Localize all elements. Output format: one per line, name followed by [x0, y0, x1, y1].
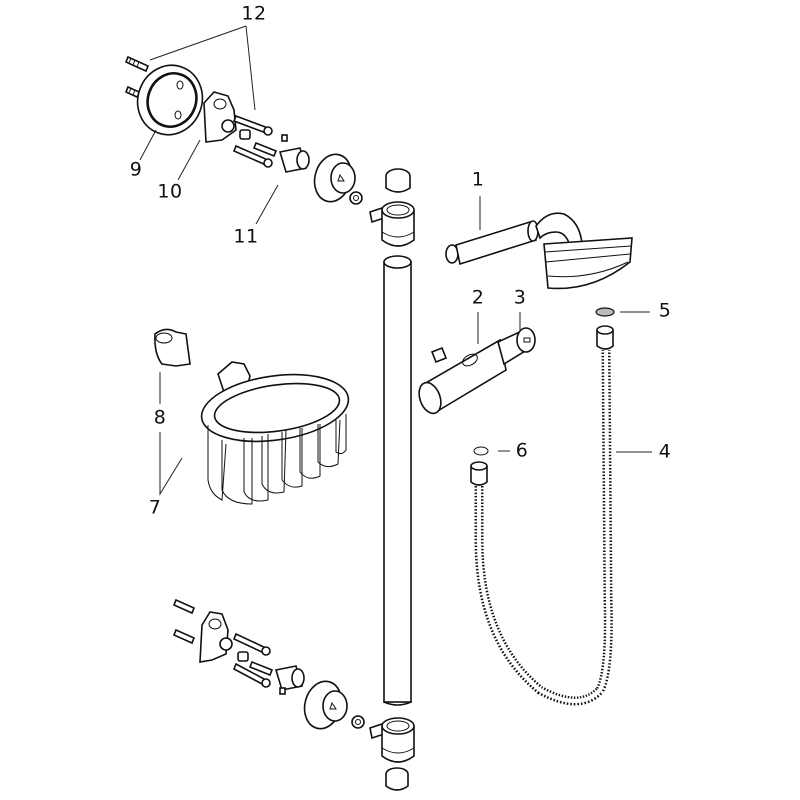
screw-icon — [232, 114, 288, 168]
slide-rail — [383, 255, 412, 706]
callout-10: 10 — [157, 180, 183, 203]
slider-icon — [418, 327, 536, 415]
hand-shower-icon — [445, 212, 633, 290]
callout-1: 1 — [471, 168, 485, 191]
callout-3: 3 — [513, 286, 527, 309]
leader-lines — [139, 25, 652, 496]
basket-clamp-icon — [154, 328, 191, 367]
top-wall-mount — [124, 55, 415, 247]
callout-11: 11 — [233, 225, 259, 248]
callout-5: 5 — [658, 299, 672, 322]
callout-2: 2 — [471, 286, 485, 309]
washer-icon — [473, 446, 489, 456]
wall-bracket-icon — [203, 91, 237, 143]
soap-basket-icon — [200, 361, 350, 505]
filter-screen-icon — [595, 307, 615, 317]
rosette-icon — [136, 64, 204, 136]
bottom-wall-mount — [172, 598, 415, 791]
shower-hose-icon — [470, 325, 614, 706]
callout-4: 4 — [658, 440, 672, 463]
connector-icon — [278, 147, 310, 173]
callout-6: 6 — [515, 439, 529, 462]
callout-12: 12 — [241, 2, 267, 25]
callout-8: 8 — [153, 406, 167, 429]
wall-flange-icon — [313, 153, 363, 205]
callout-9: 9 — [129, 158, 143, 181]
callout-7: 7 — [148, 496, 162, 519]
rail-top-holder-icon — [369, 168, 415, 247]
